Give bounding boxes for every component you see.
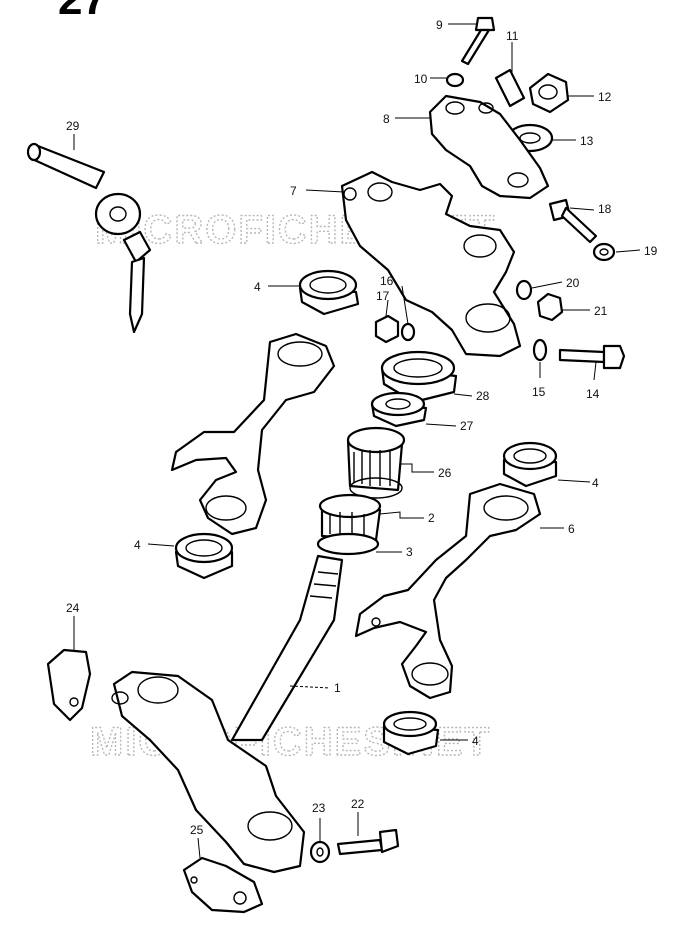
label-4-bottom: 4 (472, 734, 479, 748)
part-bearing-26 (346, 426, 406, 499)
label-25: 25 (190, 823, 204, 837)
part-race-3 (316, 532, 380, 556)
part-cap-nut-21 (536, 292, 564, 322)
label-18: 18 (598, 202, 612, 216)
part-washer-15 (532, 338, 548, 362)
label-28: 28 (476, 389, 490, 403)
part-upper-clamp-8 (428, 94, 550, 200)
leader-lines (73, 23, 641, 859)
label-2: 2 (428, 511, 435, 525)
part-bolt-22 (336, 828, 400, 856)
part-lock-29 (26, 142, 152, 334)
label-4-left: 4 (134, 538, 141, 552)
part-bearing-2 (318, 493, 382, 542)
part-bolt-9 (460, 16, 496, 66)
part-clip-25 (182, 856, 264, 914)
part-dust-seal-4-left (174, 532, 234, 580)
part-nut-17 (374, 314, 400, 344)
part-dust-seal-4-top (298, 269, 360, 316)
label-19: 19 (644, 244, 658, 258)
label-29: 29 (66, 119, 80, 133)
label-23: 23 (312, 801, 326, 815)
part-labels: 1 2 3 4 4 4 4 6 7 8 9 10 11 12 13 14 15 … (66, 18, 658, 837)
label-13: 13 (580, 134, 594, 148)
part-cap-nut-12 (528, 72, 570, 114)
part-washer-16 (400, 322, 416, 342)
part-bolt-14 (558, 344, 626, 370)
part-washer-19 (592, 242, 616, 262)
diagram-header-code: 27 (58, 0, 107, 24)
part-ring-27 (370, 391, 428, 428)
label-24: 24 (66, 601, 80, 615)
part-dust-seal-4-bottom (382, 710, 440, 756)
label-4-right: 4 (592, 476, 599, 490)
label-27: 27 (460, 419, 474, 433)
label-16: 16 (380, 274, 394, 288)
part-fork-cover-6 (354, 482, 542, 700)
part-washer-23 (309, 840, 331, 864)
label-1: 1 (334, 681, 341, 695)
part-clip-24 (46, 648, 92, 722)
part-nut-10 (445, 72, 465, 88)
label-17: 17 (376, 289, 390, 303)
part-steering-stem-1 (230, 554, 344, 742)
part-dust-seal-4-right (502, 441, 558, 488)
label-9: 9 (436, 18, 443, 32)
label-8: 8 (383, 112, 390, 126)
label-15: 15 (532, 385, 546, 399)
label-11: 11 (506, 29, 519, 43)
label-12: 12 (598, 90, 612, 104)
label-7: 7 (290, 184, 297, 198)
label-14: 14 (586, 387, 600, 401)
part-lower-bracket-25 (111, 670, 306, 874)
label-6: 6 (568, 522, 575, 536)
label-3: 3 (406, 545, 413, 559)
label-22: 22 (351, 797, 365, 811)
part-plate-11 (494, 68, 526, 108)
label-26: 26 (438, 466, 452, 480)
part-top-bracket-7 (340, 170, 522, 358)
label-4-top: 4 (254, 280, 261, 294)
label-21: 21 (594, 304, 608, 318)
part-bolt-18 (548, 198, 598, 244)
part-fork-cover-left (170, 332, 336, 536)
label-10: 10 (414, 72, 428, 86)
part-washer-20 (515, 279, 533, 301)
label-20: 20 (566, 276, 580, 290)
